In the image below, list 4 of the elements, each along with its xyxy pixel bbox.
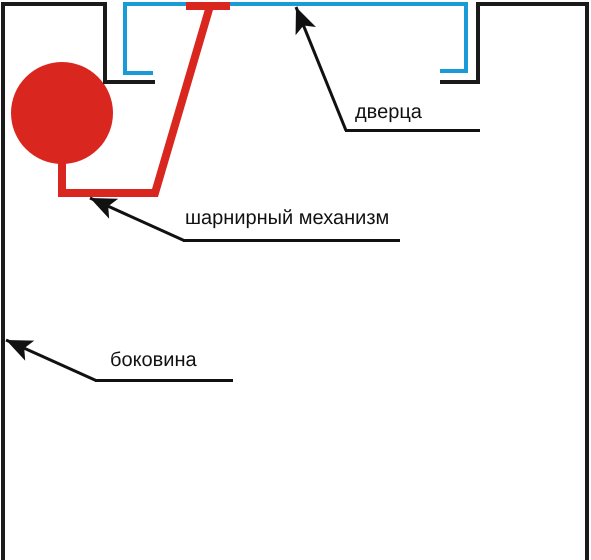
leader-line <box>294 6 348 132</box>
hinge-mechanism-drawing <box>11 2 230 197</box>
leader-line <box>5 338 97 382</box>
leader-line <box>89 196 185 242</box>
